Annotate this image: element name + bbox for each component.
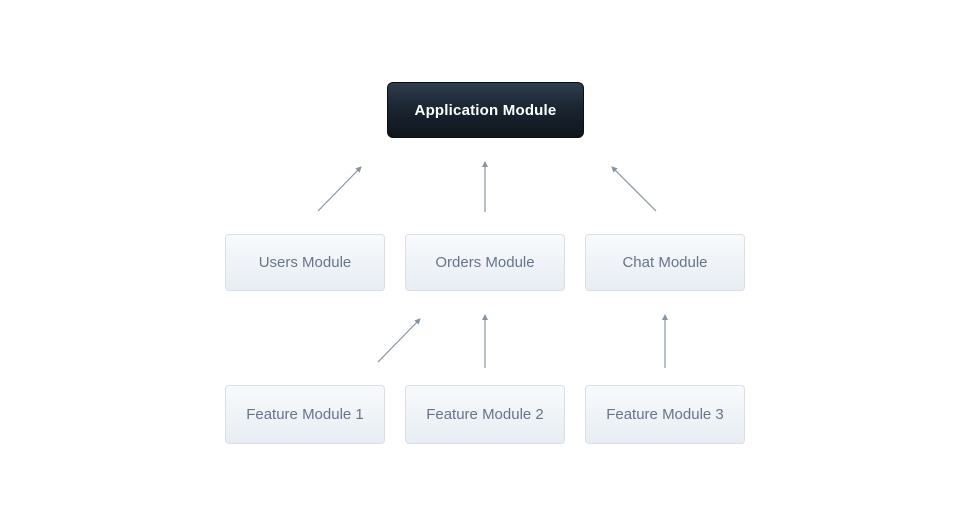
arrow-chat-to-application	[611, 166, 657, 212]
node-feature-module-3-label: Feature Module 3	[606, 406, 724, 423]
node-chat-module-label: Chat Module	[622, 254, 708, 271]
node-feature-module-1: Feature Module 1	[225, 385, 385, 444]
node-feature-module-2: Feature Module 2	[405, 385, 565, 444]
node-users-module-label: Users Module	[258, 254, 352, 271]
node-users-module: Users Module	[225, 234, 385, 291]
arrow-users-to-application	[317, 166, 362, 212]
node-orders-module: Orders Module	[405, 234, 565, 291]
node-feature-module-3: Feature Module 3	[585, 385, 745, 444]
node-feature-module-2-label: Feature Module 2	[426, 406, 544, 423]
node-feature-module-1-label: Feature Module 1	[246, 406, 364, 423]
node-orders-module-label: Orders Module	[435, 254, 535, 271]
node-application-module-label: Application Module	[414, 101, 557, 119]
arrow-feature1-to-orders	[377, 318, 421, 363]
node-chat-module: Chat Module	[585, 234, 745, 291]
node-application-module: Application Module	[387, 82, 584, 138]
